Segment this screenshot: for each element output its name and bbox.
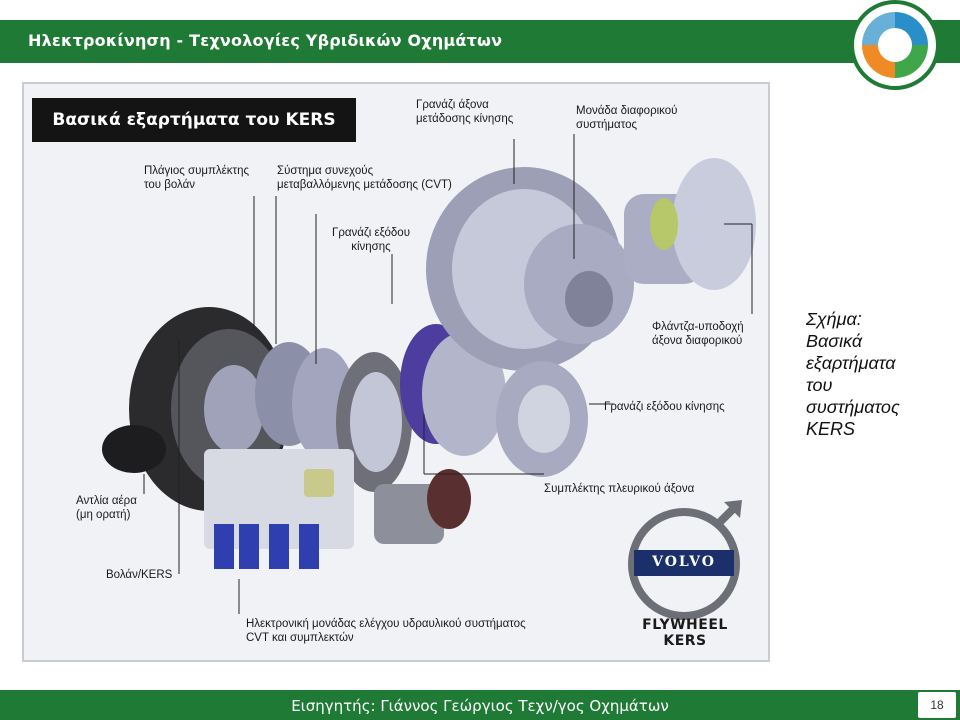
- differential-hub: [565, 271, 613, 327]
- label-flywheel: Βολάν/KERS: [106, 569, 173, 581]
- slide-header: Ηλεκτροκίνηση - Τεχνολογίες Υβριδικών Οχ…: [0, 20, 960, 63]
- figure-title: Βασικά εξαρτήματα του KERS: [32, 98, 356, 142]
- motor-body: [374, 484, 444, 544]
- footer-presenter: Εισηγητής: Γιάννος Γεώργιος Τεχν/γος Οχη…: [291, 697, 669, 715]
- slide-footer: Εισηγητής: Γιάννος Γεώργιος Τεχν/γος Οχη…: [0, 690, 960, 720]
- figure-caption: Σχήμα: Βασικά εξαρτήματα του συστήματος …: [806, 309, 900, 439]
- ecu-solenoid-3: [269, 524, 289, 569]
- output-gear-face: [350, 372, 402, 472]
- leader-lines: [143, 134, 753, 614]
- volvo-caption: FLYWHEEL KERS: [642, 617, 728, 649]
- kers-illustration: [102, 134, 756, 620]
- label-differential: Μονάδα διαφορικού συστήματος: [576, 105, 678, 131]
- motor-end: [427, 469, 471, 529]
- label-flange: Φλάντζα-υποδοχή άξονα διαφορικού: [652, 321, 744, 347]
- label-gear-shaft: Γρανάζι άξονα μετάδοσης κίνησης: [416, 99, 514, 125]
- label-side-shaft-clutch: Συμπλέκτης πλευρικού άξονα: [544, 483, 695, 495]
- label-side-clutch: Πλάγιος συμπλέκτης του βολάν: [144, 165, 250, 191]
- label-output-gear: Γρανάζι εξόδου κίνησης: [332, 227, 410, 253]
- label-ecu: Ηλεκτρονική μονάδας ελέγχου υδραυλικού σ…: [246, 618, 526, 644]
- label-cvt: Σύστημα συνεχούς μεταβαλλόμενης μετάδοση…: [277, 165, 452, 191]
- logo: [850, 0, 940, 90]
- flange-ring: [650, 198, 678, 250]
- label-air-pump: Αντλία αέρα (μη ορατή): [76, 495, 137, 521]
- side-shaft-clutch-disc: [422, 332, 506, 456]
- slide-title: Ηλεκτροκίνηση - Τεχνολογίες Υβριδικών Οχ…: [28, 31, 503, 50]
- volvo-bar: [634, 550, 734, 576]
- flywheel-hub: [204, 365, 264, 453]
- label-output-gear-2: Γρανάζι εξόδου κίνησης: [604, 401, 725, 413]
- page-number-box: 18: [918, 692, 956, 718]
- air-pump: [102, 425, 166, 473]
- volvo-brand-text: VOLVO: [652, 554, 716, 570]
- page-number: 18: [930, 698, 944, 712]
- ecu-solenoid-2: [239, 524, 259, 569]
- flange-plate: [672, 158, 756, 290]
- output-gear-right-face: [518, 385, 570, 453]
- volvo-ring: [628, 508, 740, 620]
- logo-icon: [862, 12, 928, 78]
- ecu-valve: [304, 469, 334, 497]
- ecu-solenoid-4: [299, 524, 319, 569]
- ecu-solenoid-1: [214, 524, 234, 569]
- kers-figure: Βασικά εξαρτήματα του KERS: [22, 82, 770, 662]
